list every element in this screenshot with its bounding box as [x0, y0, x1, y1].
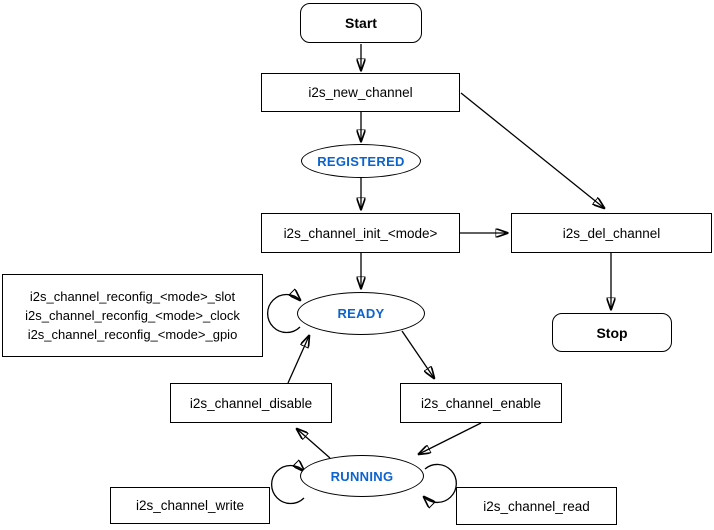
running-right-self-loop-arrow [424, 463, 457, 502]
i2s-channel-enable-node: i2s_channel_enable [400, 383, 562, 423]
i2s-del-channel-node: i2s_del_channel [511, 213, 712, 253]
registered-state-node: REGISTERED [301, 144, 421, 178]
i2s-channel-disable-node: i2s_channel_disable [170, 383, 332, 423]
i2s-channel-write-node: i2s_channel_write [110, 487, 270, 524]
i2s-channel-enable-label: i2s_channel_enable [420, 395, 542, 411]
i2s-channel-init-node: i2s_channel_init_<mode> [261, 213, 460, 253]
running-left-self-loop-arrow [271, 466, 304, 505]
i2s-new-channel-label: i2s_new_channel [308, 85, 413, 100]
i2s-del-channel-label: i2s_del_channel [562, 225, 661, 241]
ready-state-label: READY [337, 306, 385, 321]
reconfig-slot-label: i2s_channel_reconfig_<mode>_slot [29, 289, 236, 304]
ready-self-loop-arrow [267, 295, 300, 334]
stop-label: Stop [596, 324, 628, 341]
stop-node: Stop [552, 313, 672, 352]
edge-new-channel-to-del-channel [460, 92, 604, 208]
i2s-channel-read-label: i2s_channel_read [483, 498, 590, 514]
registered-state-label: REGISTERED [317, 153, 405, 169]
i2s-channel-write-label: i2s_channel_write [135, 498, 245, 513]
edge-ready-to-enable [401, 330, 434, 378]
reconfig-clock-label: i2s_channel_reconfig_<mode>_clock [25, 308, 240, 323]
i2s-channel-disable-label: i2s_channel_disable [189, 395, 313, 411]
ready-state-node: READY [297, 292, 425, 335]
running-state-label: RUNNING [330, 468, 394, 484]
i2s-channel-reconfig-node: i2s_channel_reconfig_<mode>_slot i2s_cha… [2, 274, 263, 357]
i2s-new-channel-node: i2s_new_channel [261, 73, 460, 112]
edge-running-to-disable [297, 429, 331, 459]
reconfig-gpio-label: i2s_channel_reconfig_<mode>_gpio [27, 327, 238, 342]
start-node: Start [300, 3, 422, 43]
start-label: Start [345, 15, 377, 31]
edge-disable-to-ready [287, 336, 309, 384]
edge-enable-to-running [419, 422, 482, 454]
i2s-channel-read-node: i2s_channel_read [456, 487, 617, 525]
running-state-node: RUNNING [300, 455, 424, 497]
i2s-channel-init-label: i2s_channel_init_<mode> [283, 225, 438, 241]
